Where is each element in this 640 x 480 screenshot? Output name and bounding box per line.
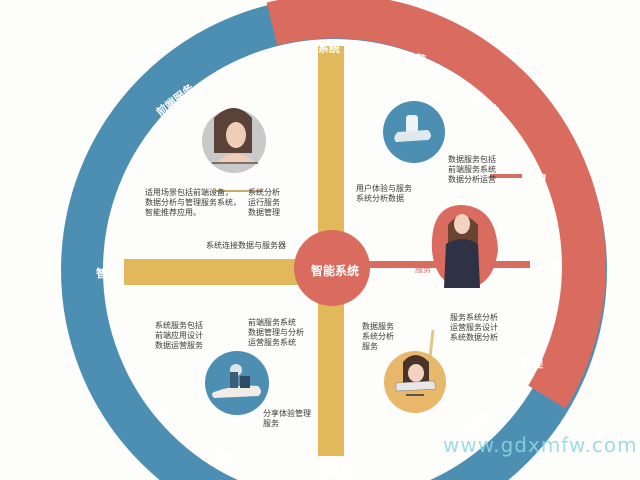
outer-ring-red-arc [266, 0, 606, 409]
text-block-upper-left: 适用场景包括前端设备， 数据分析与管理服务系统， 智能推荐应用。 [145, 188, 241, 217]
center-label: 智能系统 [310, 264, 359, 278]
text-block-lower-left-bottom: 分享体验管理 服务 [263, 409, 311, 428]
shoes-icon[interactable] [205, 351, 269, 415]
ring-label-right-1: 用户 [525, 172, 547, 185]
woman-laptop-avatar[interactable] [384, 351, 446, 413]
ring-label-bottom: 服务器 [318, 465, 351, 478]
text-block-lower-right-left: 数据服务 系统分析 服务 [362, 322, 394, 351]
center-node[interactable] [294, 230, 370, 306]
ring-label-lower-right: 管理 [521, 357, 543, 370]
horizontal-bar-left [124, 259, 324, 285]
woman-avatar[interactable] [431, 205, 498, 288]
ring-label-bottom-left: 系统 [215, 450, 237, 463]
text-block-upper-right-left: 用户体验与服务 系统分析数据 [356, 184, 412, 203]
text-block-upper-left-bottom: 系统连接数据与服务器 [206, 241, 286, 250]
text-block-upper-left-side: 系统分析 运行服务 数据管理 [248, 188, 280, 217]
text-block-lower-left: 系统服务包括 前端应用设计 数据运营服务 [155, 321, 203, 350]
ring-label-top: 系统 [318, 42, 340, 55]
ring-label-right-2: 数据 [540, 262, 562, 275]
shoe-icon[interactable] [383, 101, 445, 163]
text-block-upper-right-top: 数据服务包括 前端服务系统 数据分析运营 [448, 155, 496, 184]
ring-label-left: 智能 [96, 267, 118, 280]
text-block-lower-right-right: 服务系统分析 运营服务设计 系统数据分析 [450, 313, 498, 342]
arrow-label: 服务 [415, 265, 431, 274]
watermark: www.gdxmfw.com [443, 433, 638, 457]
connector-line [428, 329, 435, 359]
woman-phone-avatar[interactable] [202, 108, 266, 173]
text-block-lower-left-right: 前端服务系统 数据管理与分析 运营服务系统 [248, 318, 304, 347]
